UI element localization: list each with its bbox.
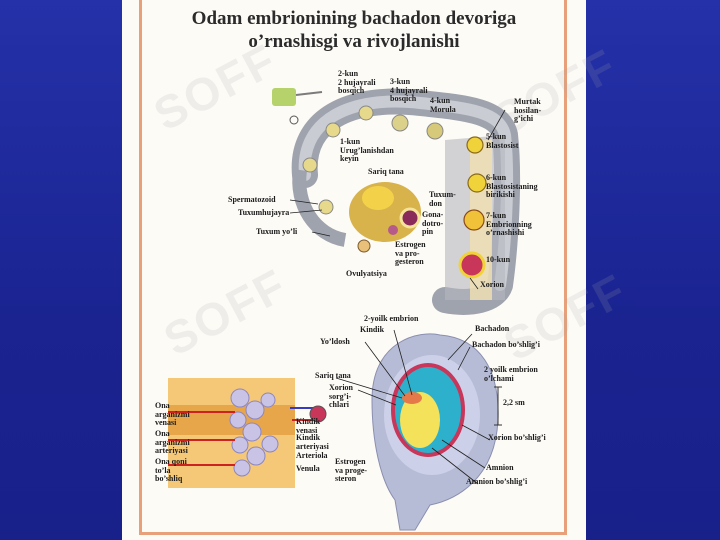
label-day10: 10-kun	[486, 255, 511, 264]
day10-embryo	[458, 251, 486, 279]
egg-ovulated	[357, 239, 371, 253]
label-amnion: Amnion	[486, 463, 514, 472]
blastocyst-attach	[467, 173, 487, 193]
label-embryo-2w: 2-yoilk embrion	[364, 314, 419, 323]
follicle	[399, 207, 421, 229]
follicle-small	[388, 225, 398, 235]
label-amnion-boshligi: Amnion bo’shlig’i	[466, 477, 528, 486]
label-spermatozoid: Spermatozoid	[228, 195, 276, 204]
label-day6: 6-kun Blastosistaning birikishi	[486, 173, 538, 199]
label-tuxumhujayra: Tuxumhujayra	[238, 208, 290, 217]
poster-frame	[139, 0, 567, 535]
plus-icon	[289, 115, 299, 125]
villi	[229, 388, 279, 477]
label-kindik-venasi: Kindik venasi	[296, 417, 321, 435]
background-left	[0, 0, 122, 540]
label-xorion-top: Xorion	[480, 280, 504, 289]
fallopian-tube-lumen	[298, 95, 514, 291]
umbilical-vessel	[309, 405, 327, 423]
blastocyst-stage	[466, 136, 484, 154]
amnion-cavity	[400, 392, 440, 448]
morula-stage	[426, 122, 444, 140]
label-tuxum-yoli: Tuxum yo’li	[256, 227, 298, 236]
label-kindik-top: Kindik	[360, 325, 385, 334]
label-size: 2,2 sm	[503, 398, 525, 407]
title-line-2: o’rnashisgi va rivojlanishi	[248, 31, 460, 52]
label-estrogen-bottom: Estrogen va proge- steron	[335, 457, 368, 483]
fertilization-stage	[302, 157, 318, 173]
sperm-icon	[272, 88, 296, 106]
label-day7: 7-kun Embrionning o’rnashishi	[486, 211, 532, 237]
label-xorion-sorgichlari: Xorion sorg’i- chlari	[329, 383, 353, 409]
size-bracket	[494, 386, 502, 426]
label-day5: 5-kun Blastosist	[486, 132, 519, 150]
label-ona-venasi: Ona arganizmi venasi	[155, 401, 190, 427]
label-kindik-arteriyasi: Kindik arteriyasi	[296, 433, 329, 451]
label-sariq-tana-top: Sariq tana	[368, 167, 404, 176]
corpus-luteum	[362, 186, 394, 210]
label-tuxumdon: Tuxum- don	[429, 190, 456, 208]
background-right	[586, 0, 720, 540]
embryo-disc	[402, 392, 422, 404]
label-day4: 4-kun Morula	[430, 96, 456, 114]
label-yoldosh: Yo’ldosh	[320, 337, 350, 346]
title-line-1: Odam embrionining bachadon devoriga	[191, 8, 517, 29]
label-embryo-size-title: 2 yoilk embrion o’lchami	[484, 365, 538, 383]
label-ona-qoni: Ona qoni to’la bo’shliq	[155, 457, 187, 483]
label-arteriola: Arteriola	[296, 451, 328, 460]
tube-loop	[292, 169, 347, 247]
four-cell-stage	[391, 114, 409, 132]
label-day1: 1-kun Urug’lanishdan keyin	[340, 137, 394, 163]
sperm-icon-tail	[295, 91, 323, 96]
egg-stage	[318, 199, 334, 215]
leader-lines	[289, 109, 506, 485]
label-xorion-boshligi: Xorion bo’shlig’i	[488, 433, 546, 442]
label-day3: 3-kun 4 hujayrali bosqich	[390, 77, 428, 103]
label-day2: 2-kun 2 hujayrali bosqich	[338, 69, 376, 95]
label-sariq-tana-bottom: Sariq tana	[315, 371, 351, 380]
label-martak: Murtak hosilan- g’ichi	[514, 97, 542, 123]
label-ona-arteriyasi: Ona arganizmi arteriyasi	[155, 429, 190, 455]
implanting-embryo	[463, 209, 485, 231]
zygote-stage	[325, 122, 341, 138]
two-cell-stage	[358, 105, 374, 121]
label-ovulyatsiya: Ovulyatsiya	[346, 269, 387, 278]
label-bachadon-boshligi: Bachadon bo’shlig’i	[472, 340, 540, 349]
label-gonadotropin: Gona- dotro- pin	[422, 210, 444, 236]
label-estrogen-top: Estrogen va pro- gesteron	[395, 240, 426, 266]
label-venula: Venula	[296, 464, 320, 473]
label-bachadon: Bachadon	[475, 324, 510, 333]
